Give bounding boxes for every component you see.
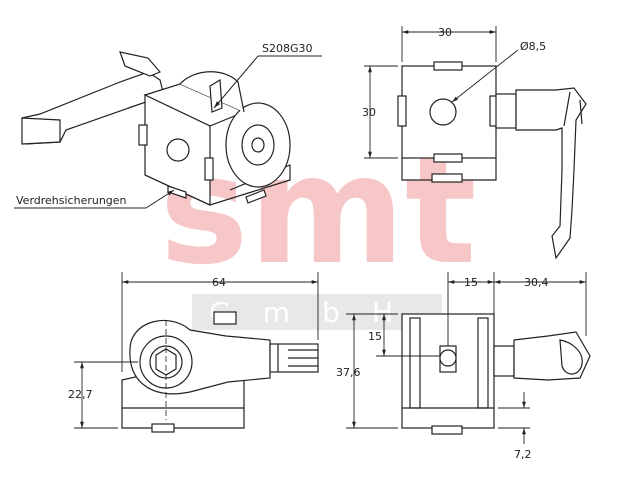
front-lever-shaft xyxy=(493,345,515,377)
part-number-leader xyxy=(213,55,259,109)
dim-front-inner-height: 15 xyxy=(368,330,382,343)
top-view xyxy=(397,61,587,260)
watermark-company: GmbH xyxy=(209,296,425,329)
iso-bore xyxy=(166,138,190,162)
part-number-label: S208G30 xyxy=(262,42,313,55)
dim-side-height: 22,7 xyxy=(68,388,93,401)
anti-rotation-label: Verdrehsicherungen xyxy=(16,194,127,207)
dim-top-width: 30 xyxy=(438,26,452,39)
dim-front-projection: 30,4 xyxy=(524,276,549,289)
dim-front-offset: 15 xyxy=(464,276,478,289)
dim-top-height: 30 xyxy=(362,106,376,119)
isometric-view xyxy=(21,51,291,206)
top-dims xyxy=(364,26,519,159)
front-dims xyxy=(346,272,587,444)
top-lever xyxy=(515,87,587,260)
anti-rotation-leader xyxy=(145,189,175,209)
dim-front-total-height: 37,6 xyxy=(336,366,361,379)
dim-side-length: 64 xyxy=(212,276,226,289)
front-view xyxy=(401,313,591,435)
top-bore xyxy=(429,98,457,126)
side-dims xyxy=(74,272,319,429)
iso-lever-grip xyxy=(21,117,61,145)
front-pin xyxy=(439,349,457,367)
top-lever-shaft xyxy=(495,93,517,129)
side-view xyxy=(121,311,319,433)
dim-bore-diameter: Ø8,5 xyxy=(520,40,546,53)
dim-front-base-height: 7,2 xyxy=(514,448,532,461)
